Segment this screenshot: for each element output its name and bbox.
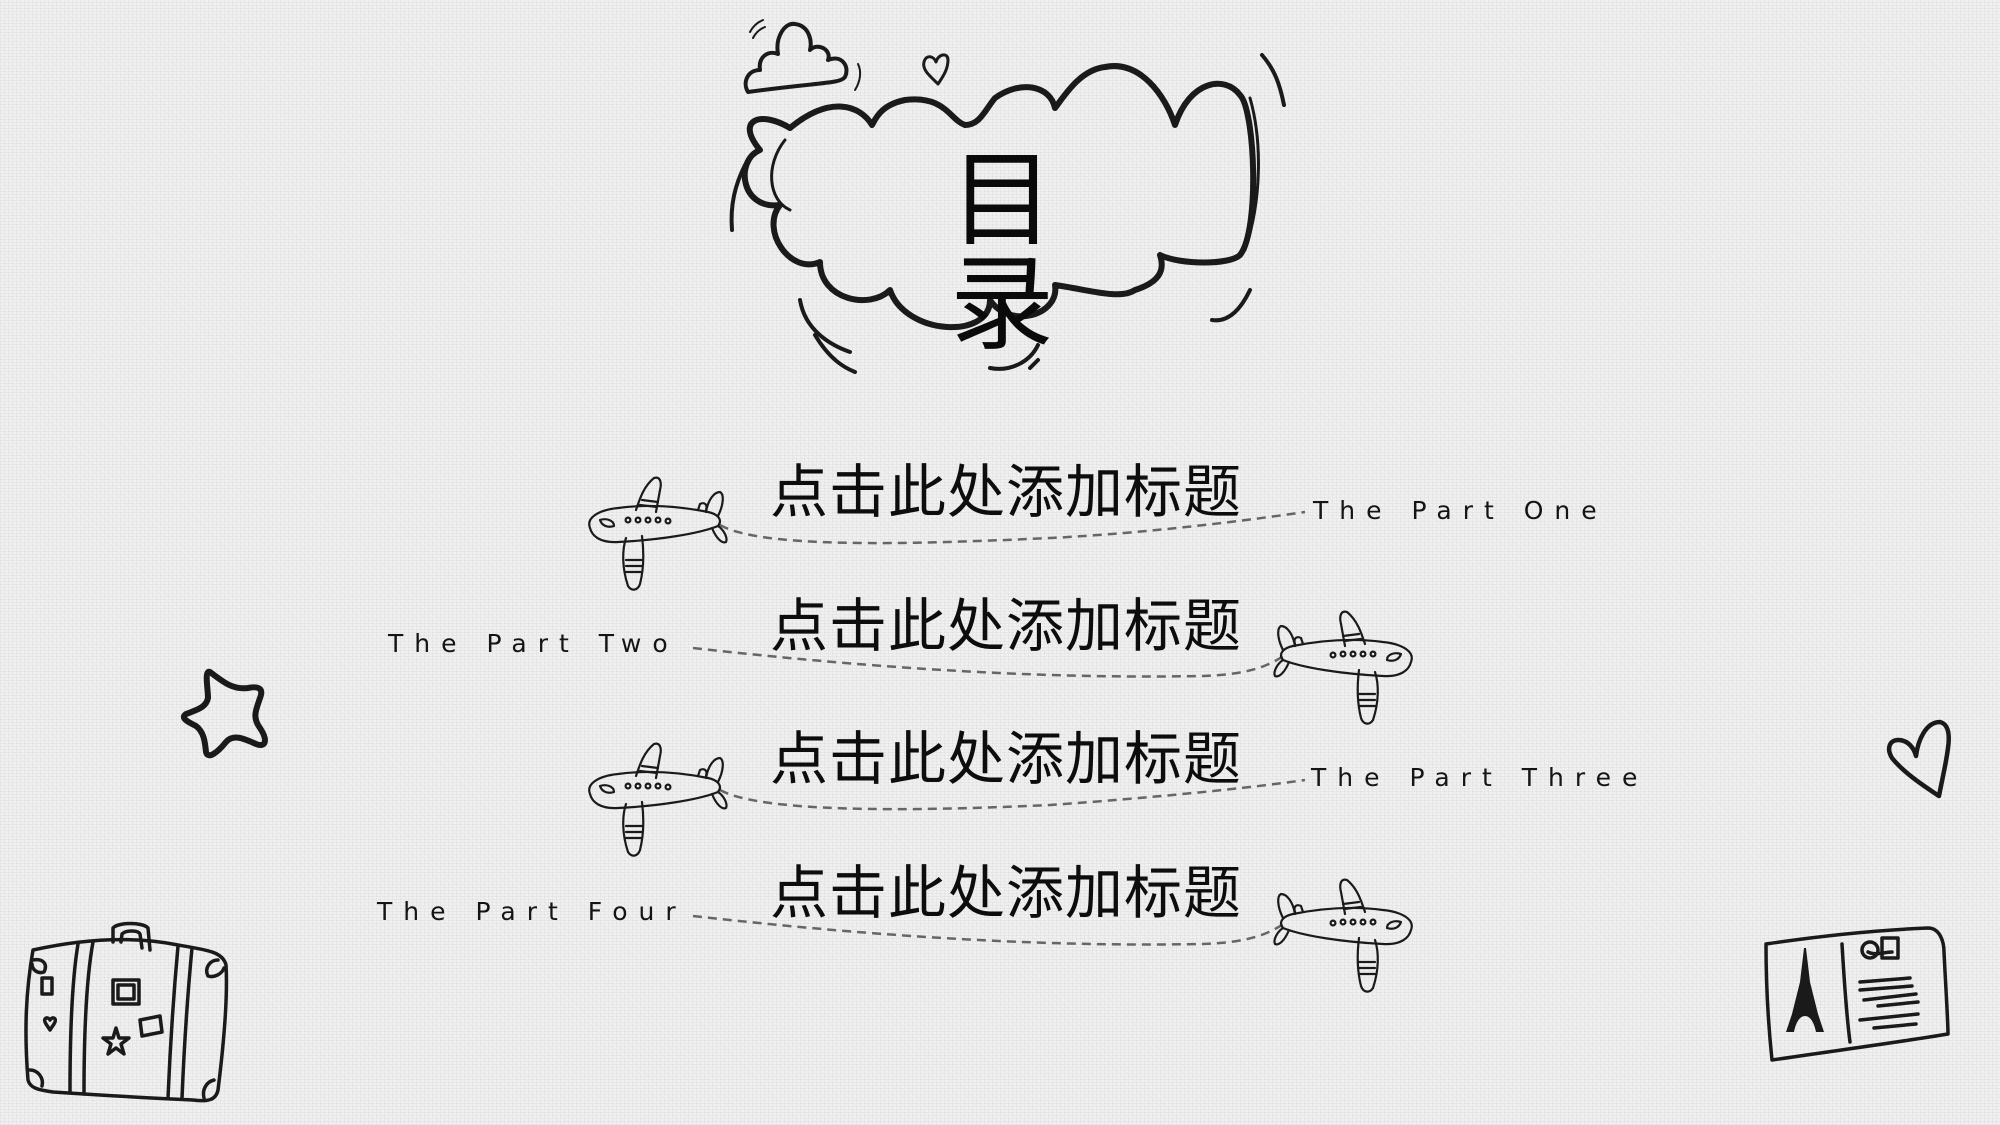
eiffel-tower-icon <box>1786 948 1824 1032</box>
airplane-icon <box>588 476 728 591</box>
toc-item-label: The Part Four <box>377 897 687 926</box>
suitcase-icon <box>24 921 229 1103</box>
toc-item-title[interactable]: 点击此处添加标题 <box>770 458 1243 526</box>
airplane-icon <box>588 742 728 857</box>
toc-item-title[interactable]: 点击此处添加标题 <box>770 859 1243 927</box>
page-title: 目录 <box>949 139 1060 365</box>
toc-item-title[interactable]: 点击此处添加标题 <box>770 725 1243 793</box>
small-cloud-icon <box>743 19 862 94</box>
airplane-icon <box>1273 878 1413 993</box>
airplane-icon <box>1273 610 1413 725</box>
toc-item-label: The Part One <box>1313 496 1608 525</box>
toc-item-label: The Part Two <box>388 629 679 658</box>
small-heart-icon <box>922 53 950 86</box>
toc-item-label: The Part Three <box>1311 763 1649 792</box>
cloud-frame-icon <box>729 53 1286 374</box>
postcard-icon <box>1764 926 1950 1062</box>
star-icon <box>181 669 268 759</box>
heart-icon <box>1886 719 1951 799</box>
toc-item-title[interactable]: 点击此处添加标题 <box>770 592 1243 660</box>
